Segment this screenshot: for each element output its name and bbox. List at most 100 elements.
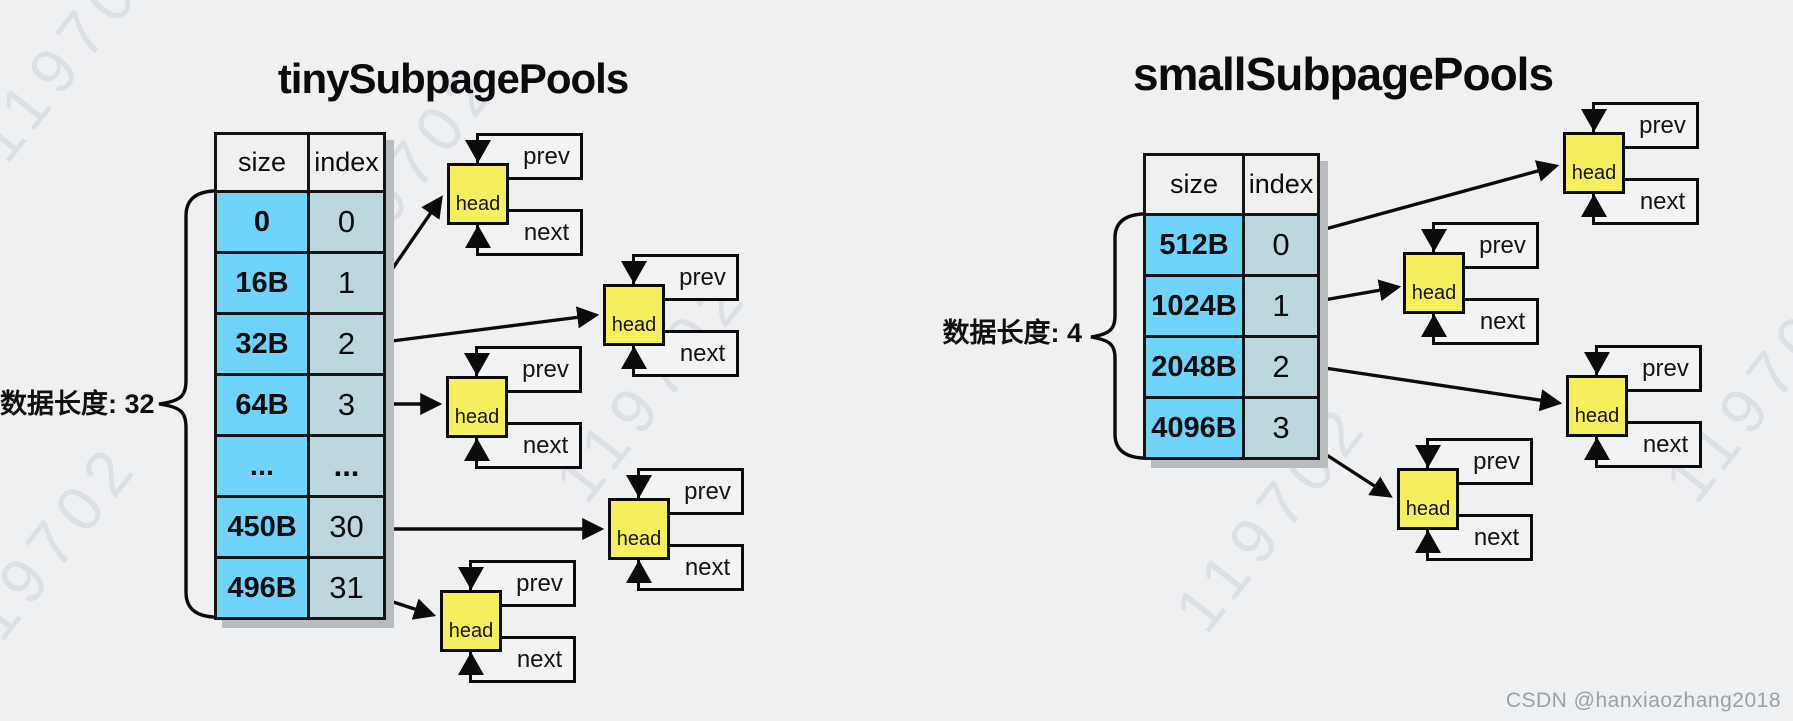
arrowhead-down-icon bbox=[1584, 352, 1610, 375]
table-row: 512B 0 bbox=[1143, 213, 1320, 277]
prev-label: prev bbox=[1479, 231, 1526, 259]
size-cell: 450B bbox=[214, 495, 310, 559]
size-cell: ... bbox=[214, 434, 310, 498]
next-label: next bbox=[1479, 307, 1526, 335]
prev-pointer-box: prev bbox=[469, 560, 576, 607]
arrowhead-up-icon bbox=[464, 438, 490, 461]
size-column-header: size bbox=[214, 132, 310, 193]
arrowhead-up-icon bbox=[1584, 437, 1610, 460]
table-header-row: size index bbox=[1143, 153, 1320, 216]
index-cell: 2 bbox=[1242, 335, 1320, 399]
head-box: head bbox=[440, 590, 502, 652]
arrowhead-down-icon bbox=[621, 261, 647, 284]
next-pointer-box: next bbox=[637, 544, 744, 591]
index-cell: 1 bbox=[307, 251, 386, 315]
size-cell: 0 bbox=[214, 190, 310, 254]
tiny-pool-table: size index 0 0 16B 1 32B 2 64B 3 ... ...… bbox=[214, 132, 386, 620]
index-cell: 0 bbox=[307, 190, 386, 254]
table-row: 32B 2 bbox=[214, 312, 386, 376]
next-pointer-box: next bbox=[476, 209, 583, 256]
head-label: head bbox=[448, 620, 494, 642]
head-label: head bbox=[455, 193, 501, 215]
index-column-header: index bbox=[1242, 153, 1320, 216]
head-node-tiny-1: prev next head bbox=[447, 133, 587, 258]
prev-label: prev bbox=[679, 263, 726, 291]
brace-tiny bbox=[158, 189, 215, 619]
head-label: head bbox=[611, 314, 657, 336]
arrowhead-up-icon bbox=[1581, 194, 1607, 217]
head-label: head bbox=[616, 528, 662, 550]
head-label: head bbox=[1574, 405, 1620, 427]
head-box: head bbox=[1397, 468, 1459, 530]
head-node-small-1: prev next head bbox=[1563, 102, 1703, 227]
head-node-tiny-4: prev next head bbox=[608, 468, 748, 593]
head-node-small-3: prev next head bbox=[1566, 345, 1706, 470]
arrowhead-up-icon bbox=[1421, 314, 1447, 337]
prev-label: prev bbox=[516, 569, 563, 597]
index-cell: ... bbox=[307, 434, 386, 498]
table-row: 16B 1 bbox=[214, 251, 386, 315]
head-label: head bbox=[454, 406, 500, 428]
arrow-small-index1-to-head bbox=[1317, 279, 1402, 303]
table-header-row: size index bbox=[214, 132, 386, 193]
head-box: head bbox=[1563, 132, 1625, 194]
size-cell: 4096B bbox=[1143, 396, 1245, 460]
next-label: next bbox=[679, 339, 726, 367]
arrow-small-index2-to-head bbox=[1317, 365, 1563, 412]
size-cell: 2048B bbox=[1143, 335, 1245, 399]
head-node-small-2: prev next head bbox=[1403, 222, 1543, 347]
next-label: next bbox=[1642, 430, 1689, 458]
tiny-pool-title: tinySubpagePools bbox=[277, 55, 629, 102]
arrowhead-up-icon bbox=[1415, 530, 1441, 553]
arrowhead-down-icon bbox=[458, 567, 484, 590]
head-box: head bbox=[446, 376, 508, 438]
arrowhead-down-icon bbox=[1581, 109, 1607, 132]
prev-label: prev bbox=[1642, 354, 1689, 382]
arrow-tiny-index2-to-head bbox=[383, 306, 600, 344]
index-cell: 31 bbox=[307, 556, 386, 620]
head-node-tiny-2: prev next head bbox=[603, 254, 743, 379]
arrowhead-down-icon bbox=[464, 353, 490, 376]
size-cell: 1024B bbox=[1143, 274, 1245, 338]
arrow-tiny-index31-to-head bbox=[383, 597, 437, 620]
index-cell: 2 bbox=[307, 312, 386, 376]
small-pool-title: smallSubpagePools bbox=[1132, 48, 1554, 100]
watermark-credit: CSDN @hanxiaozhang2018 bbox=[1505, 689, 1781, 712]
prev-label: prev bbox=[1473, 447, 1520, 475]
prev-label: prev bbox=[684, 477, 731, 505]
head-node-tiny-5: prev next head bbox=[440, 560, 580, 685]
head-label: head bbox=[1571, 162, 1617, 184]
head-box: head bbox=[608, 498, 670, 560]
next-label: next bbox=[516, 645, 563, 673]
index-cell: 3 bbox=[1242, 396, 1320, 460]
prev-label: prev bbox=[523, 142, 570, 170]
arrowhead-up-icon bbox=[458, 652, 484, 675]
head-node-small-4: prev next head bbox=[1397, 438, 1537, 563]
prev-pointer-box: prev bbox=[637, 468, 744, 515]
index-cell: 3 bbox=[307, 373, 386, 437]
table-row: 1024B 1 bbox=[1143, 274, 1320, 338]
next-label: next bbox=[684, 553, 731, 581]
arrowhead-down-icon bbox=[465, 140, 491, 163]
size-cell: 32B bbox=[214, 312, 310, 376]
head-box: head bbox=[447, 163, 509, 225]
arrowhead-down-icon bbox=[626, 475, 652, 498]
head-label: head bbox=[1405, 498, 1451, 520]
table-row: 2048B 2 bbox=[1143, 335, 1320, 399]
table-row: 450B 30 bbox=[214, 495, 386, 559]
head-box: head bbox=[1403, 252, 1465, 314]
table-row: 64B 3 bbox=[214, 373, 386, 437]
index-column-header: index bbox=[307, 132, 386, 193]
size-column-header: size bbox=[1143, 153, 1245, 216]
arrowhead-up-icon bbox=[621, 346, 647, 369]
size-cell: 16B bbox=[214, 251, 310, 315]
prev-label: prev bbox=[1639, 111, 1686, 139]
table-row-ellipsis: ... ... bbox=[214, 434, 386, 498]
watermark-text: 119702 bbox=[0, 0, 184, 175]
index-cell: 1 bbox=[1242, 274, 1320, 338]
next-label: next bbox=[522, 431, 569, 459]
head-box: head bbox=[603, 284, 665, 346]
next-label: next bbox=[523, 218, 570, 246]
prev-pointer-box: prev bbox=[1592, 102, 1699, 149]
